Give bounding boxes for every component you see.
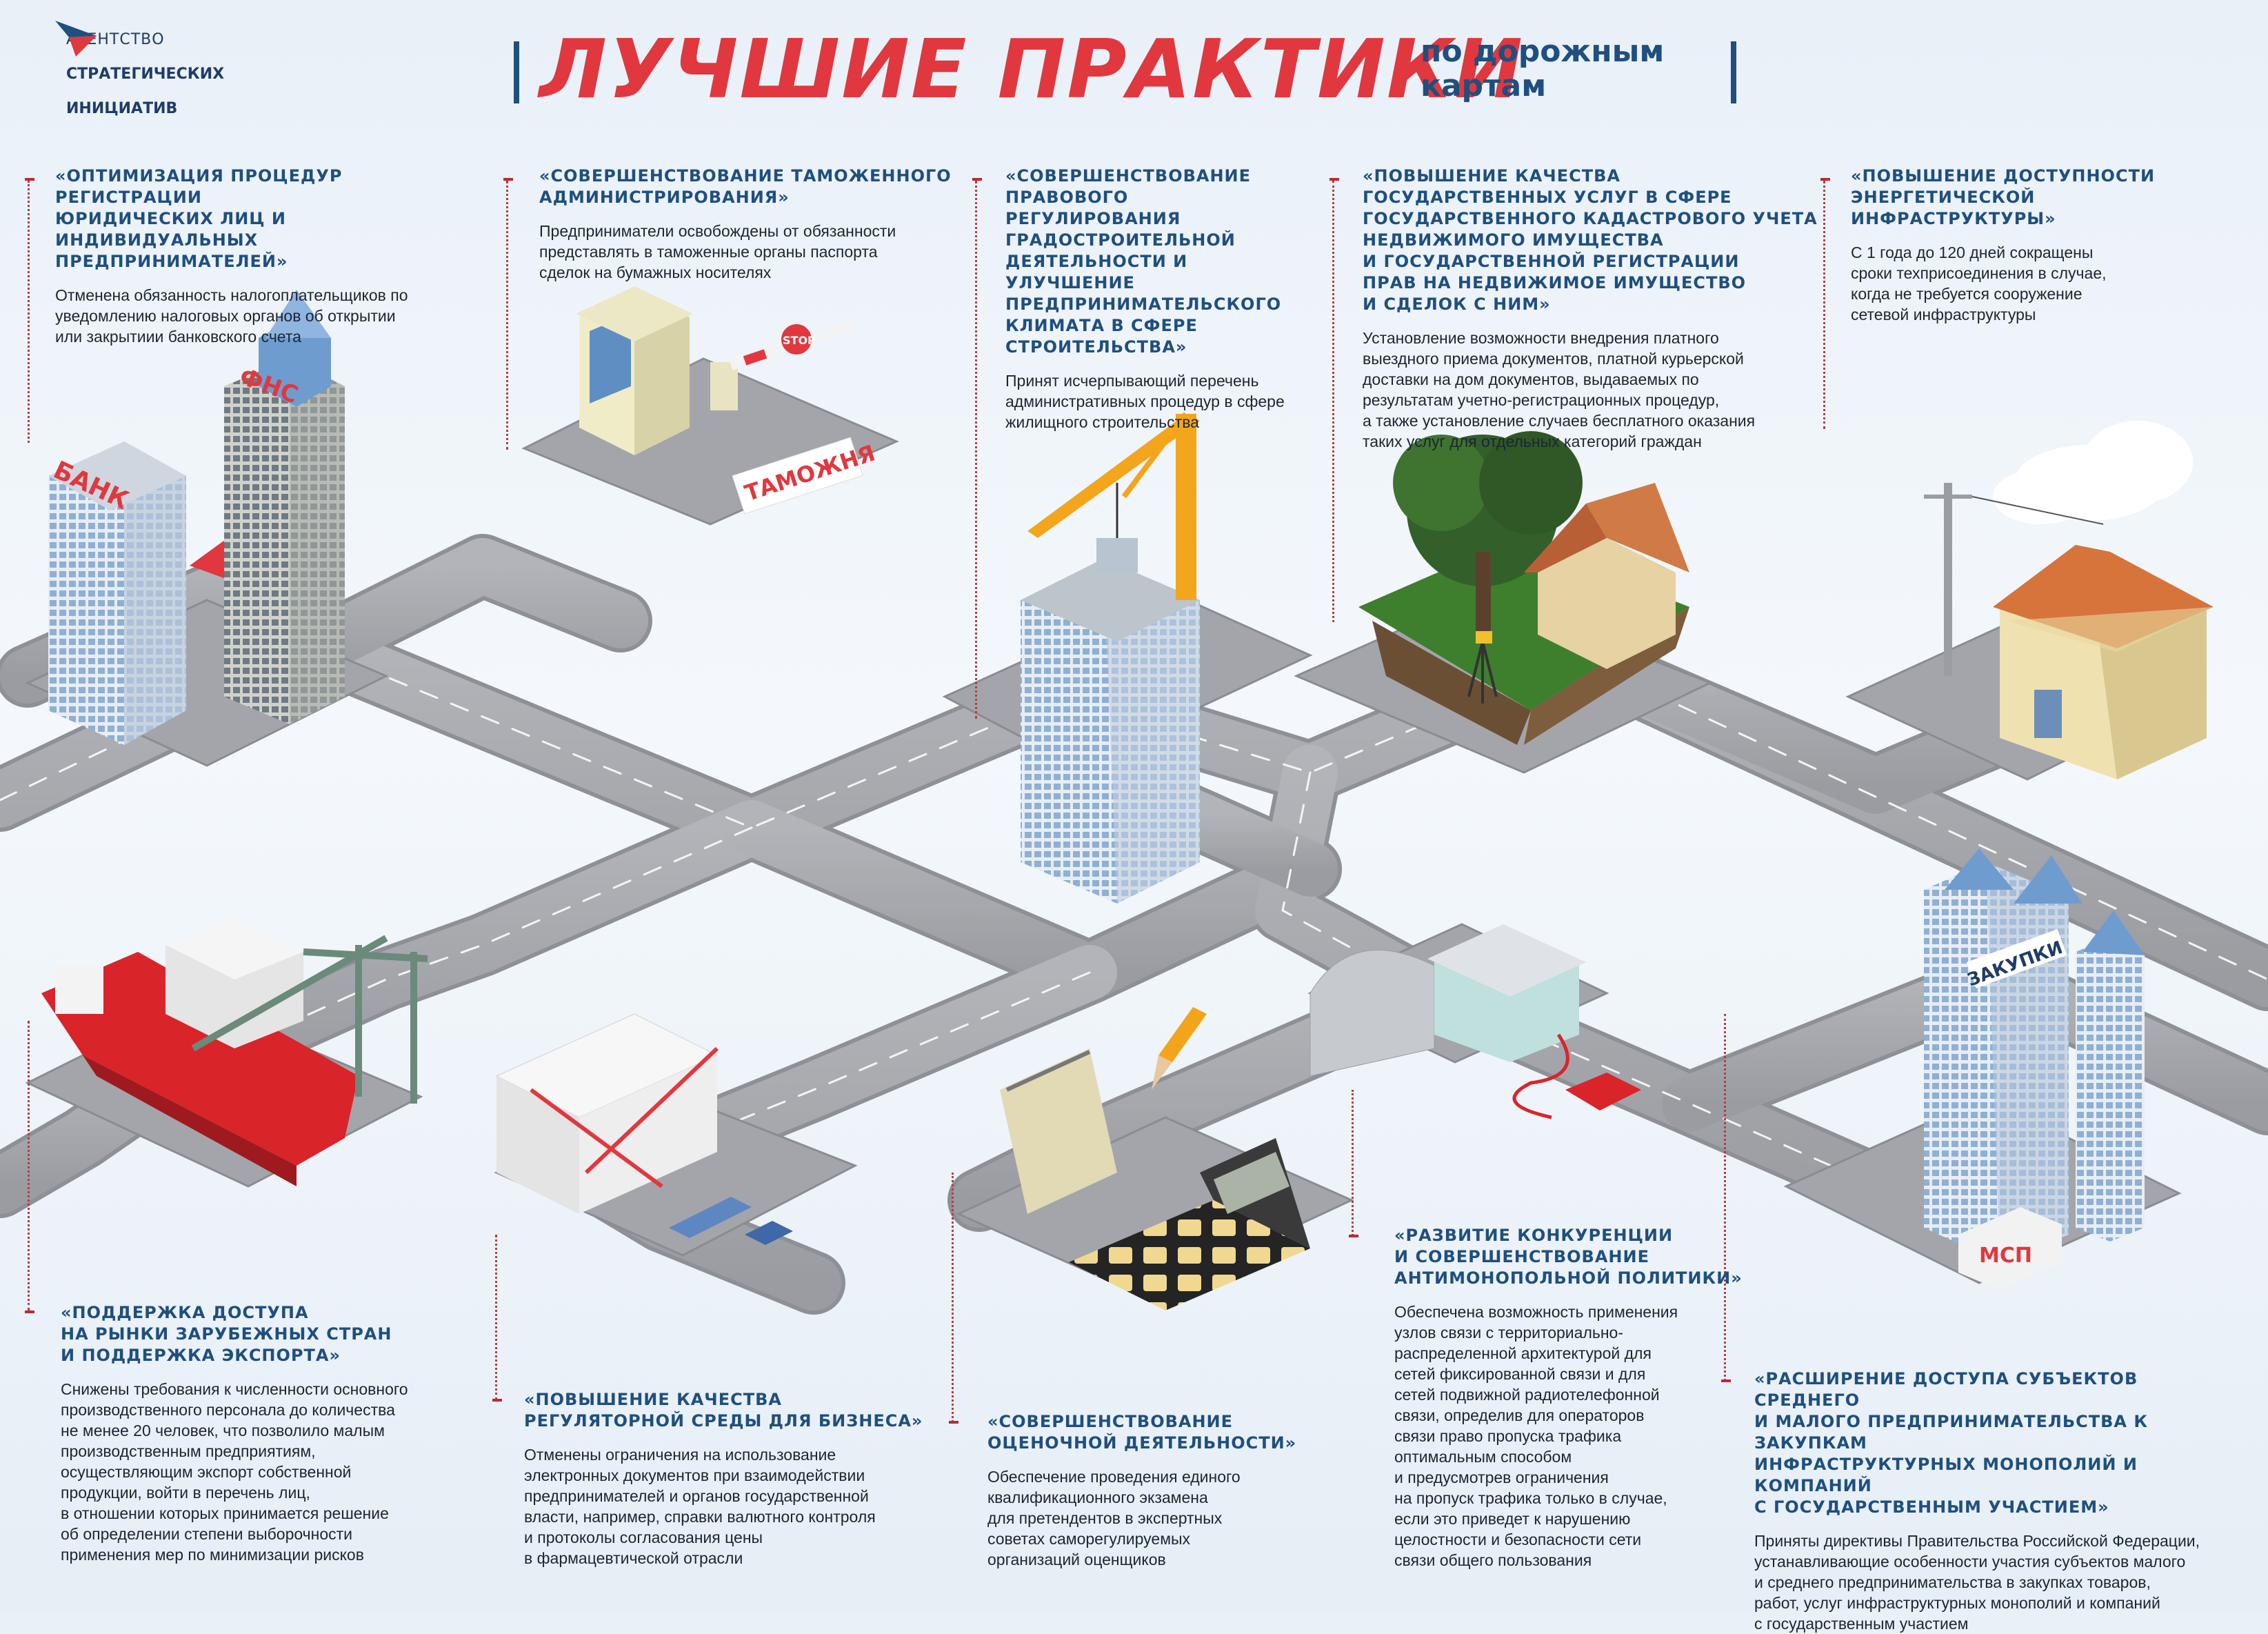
block-title: «РАСШИРЕНИЕ ДОСТУПА СУБЪЕКТОВ СРЕДНЕГО И… bbox=[1754, 1369, 2148, 1517]
block-title: «ПОВЫШЕНИЕ ДОСТУПНОСТИ ЭНЕРГЕТИЧЕСКОЙ ИН… bbox=[1851, 166, 2156, 228]
page-subtitle: по дорожным картам bbox=[1421, 34, 1665, 103]
block-text: Отменена обязанность налогоплательщиков … bbox=[55, 286, 408, 346]
block-marker bbox=[949, 1421, 959, 1424]
page-title: ЛУЧШИЕ ПРАКТИКИ bbox=[539, 21, 1525, 117]
connector-line bbox=[1823, 181, 1825, 429]
block-marker bbox=[1349, 1235, 1358, 1237]
construction-site bbox=[1021, 412, 1200, 904]
connector-line bbox=[495, 1235, 497, 1400]
appraisal-tools bbox=[1000, 1007, 1310, 1311]
block-cadastre: «ПОВЫШЕНИЕ КАЧЕСТВА ГОСУДАРСТВЕННЫХ УСЛУ… bbox=[1363, 166, 1832, 452]
procurement-tower: ЗАКУПКИ МСП bbox=[1924, 848, 2145, 1290]
block-text: Принят исчерпывающий перечень администра… bbox=[1005, 372, 1285, 431]
block-energy: «ПОВЫШЕНИЕ ДОСТУПНОСТИ ЭНЕРГЕТИЧЕСКОЙ ИН… bbox=[1851, 166, 2237, 325]
block-marker bbox=[1820, 178, 1830, 181]
block-text: Обеспечение проведения единого квалифика… bbox=[987, 1468, 1241, 1568]
agency-logo-icon bbox=[55, 21, 97, 57]
block-marker bbox=[1721, 1379, 1731, 1382]
block-procurement: «РАСШИРЕНИЕ ДОСТУПА СУБЪЕКТОВ СРЕДНЕГО И… bbox=[1754, 1368, 2237, 1634]
connector-line bbox=[28, 181, 30, 443]
block-competition: «РАЗВИТИЕ КОНКУРЕНЦИИ И СОВЕРШЕНСТВОВАНИ… bbox=[1394, 1225, 1753, 1571]
block-text: Снижены требования к численности основно… bbox=[61, 1380, 408, 1564]
msp-sign: МСП bbox=[1979, 1244, 2032, 1268]
connector-line bbox=[28, 1021, 30, 1311]
block-marker bbox=[25, 1311, 34, 1313]
block-text: С 1 года до 120 дней сокращены сроки тех… bbox=[1851, 243, 2107, 323]
connector-line bbox=[1724, 1014, 1726, 1381]
block-title: «РАЗВИТИЕ КОНКУРЕНЦИИ И СОВЕРШЕНСТВОВАНИ… bbox=[1394, 1226, 1743, 1288]
block-text: Обеспечена возможность применения узлов … bbox=[1394, 1303, 1678, 1569]
block-appraisal: «СОВЕРШЕНСТВОВАНИЕ ОЦЕНОЧНОЙ ДЕЯТЕЛЬНОСТ… bbox=[987, 1411, 1346, 1570]
block-title: «СОВЕРШЕНСТВОВАНИЕ ОЦЕНОЧНОЙ ДЕЯТЕЛЬНОСТ… bbox=[987, 1412, 1297, 1453]
bank-building: БАНК bbox=[48, 441, 186, 745]
block-title: «ПОВЫШЕНИЕ КАЧЕСТВА ГОСУДАРСТВЕННЫХ УСЛУ… bbox=[1363, 166, 1818, 314]
block-text: Приняты директивы Правительства Российск… bbox=[1754, 1532, 2200, 1633]
fns-tower: ФНС bbox=[224, 290, 345, 724]
block-registration: «ОПТИМИЗАЦИЯ ПРОЦЕДУР РЕГИСТРАЦИИ ЮРИДИЧ… bbox=[55, 166, 469, 347]
logo-line-2: СТРАТЕГИЧЕСКИХ bbox=[66, 66, 225, 83]
telecom-site bbox=[1309, 924, 1641, 1119]
connector-line bbox=[1332, 181, 1334, 622]
block-customs: «СОВЕРШЕНСТВОВАНИЕ ТАМОЖЕННОГО АДМИНИСТР… bbox=[539, 166, 967, 283]
stop-sign: STOP bbox=[783, 334, 816, 347]
transfer-arrow-icon bbox=[190, 538, 248, 579]
title-bar-left bbox=[514, 41, 519, 103]
block-text: Отменены ограничения на использование эл… bbox=[524, 1446, 876, 1567]
block-title: «ПОВЫШЕНИЕ КАЧЕСТВА РЕГУЛЯТОРНОЙ СРЕДЫ Д… bbox=[524, 1390, 923, 1431]
connector-line bbox=[1352, 1090, 1354, 1236]
block-title: «ОПТИМИЗАЦИЯ ПРОЦЕДУР РЕГИСТРАЦИИ ЮРИДИЧ… bbox=[55, 166, 343, 271]
connector-line bbox=[506, 181, 508, 450]
block-title: «СОВЕРШЕНСТВОВАНИЕ ПРАВОВОГО РЕГУЛИРОВАН… bbox=[1005, 166, 1282, 357]
block-marker bbox=[503, 178, 513, 181]
customs-booth: STOP ТАМОЖНЯ bbox=[576, 286, 879, 515]
documents-stack bbox=[495, 1013, 793, 1245]
block-text: Предприниматели освобождены от обязаннос… bbox=[539, 222, 896, 281]
block-marker bbox=[25, 178, 34, 181]
block-title: «СОВЕРШЕНСТВОВАНИЕ ТАМОЖЕННОГО АДМИНИСТР… bbox=[539, 166, 952, 207]
block-title: «ПОДДЕРЖКА ДОСТУПА НА РЫНКИ ЗАРУБЕЖНЫХ С… bbox=[61, 1303, 392, 1365]
block-regulatory: «ПОВЫШЕНИЕ КАЧЕСТВА РЕГУЛЯТОРНОЙ СРЕДЫ Д… bbox=[524, 1389, 938, 1568]
connector-line bbox=[952, 1173, 954, 1422]
energy-scene bbox=[1924, 421, 2214, 779]
connector-line bbox=[975, 181, 977, 719]
block-marker bbox=[972, 178, 982, 181]
block-marker bbox=[492, 1399, 502, 1402]
title-bar-right bbox=[1731, 41, 1736, 103]
logo-line-3: ИНИЦИАТИВ bbox=[66, 100, 178, 117]
cargo-ship bbox=[41, 917, 428, 1186]
block-export: «ПОДДЕРЖКА ДОСТУПА НА РЫНКИ ЗАРУБЕЖНЫХ С… bbox=[61, 1302, 474, 1565]
block-text: Установление возможности внедрения платн… bbox=[1363, 329, 1756, 450]
block-construction: «СОВЕРШЕНСТВОВАНИЕ ПРАВОВОГО РЕГУЛИРОВАН… bbox=[1005, 166, 1309, 432]
cadastre-island bbox=[1358, 431, 1689, 745]
block-marker bbox=[1329, 178, 1339, 181]
